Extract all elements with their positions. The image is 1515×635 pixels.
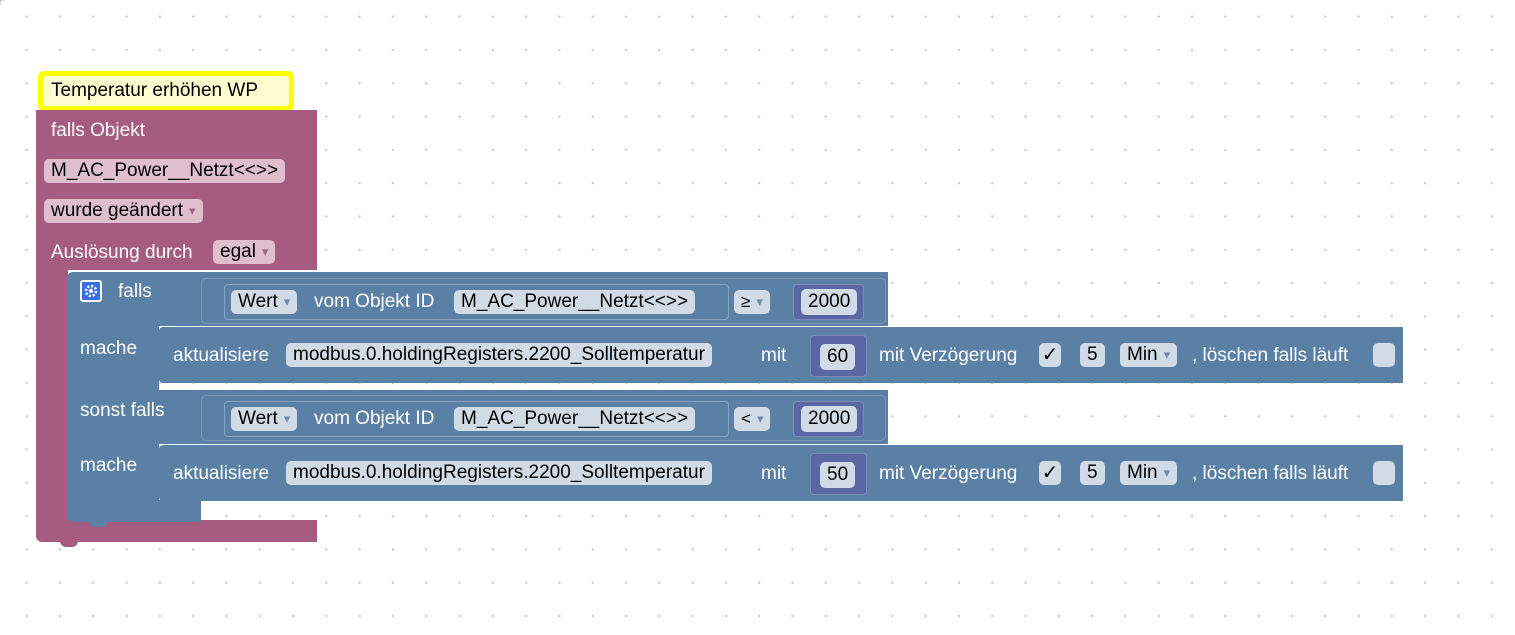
delay-label-2: mit Verzögerung bbox=[879, 463, 1018, 484]
mit-label-1: mit bbox=[761, 345, 787, 366]
number-input-2[interactable]: 2000 bbox=[801, 406, 858, 432]
value-input-2[interactable]: 50 bbox=[820, 462, 856, 488]
delay-amount-1[interactable]: 5 bbox=[1080, 343, 1105, 367]
ausloesung-dropdown[interactable]: egal bbox=[213, 240, 276, 264]
trigger-object-field[interactable]: M_AC_Power__Netzt<<>> bbox=[44, 159, 286, 183]
vom-objekt-label-1: vom Objekt ID bbox=[314, 291, 435, 312]
if-block-notch bbox=[89, 520, 107, 527]
trigger-block-notch bbox=[60, 540, 78, 547]
aktualisiere-label-1: aktualisiere bbox=[173, 345, 270, 366]
delay-label-1: mit Verzögerung bbox=[879, 345, 1018, 366]
gear-icon[interactable] bbox=[80, 280, 102, 302]
object-id-field-1[interactable]: M_AC_Power__Netzt<<>> bbox=[454, 290, 696, 314]
if-block-bottom bbox=[67, 500, 201, 522]
falls-objekt-label: falls Objekt bbox=[51, 120, 145, 141]
value-dropdown-2[interactable]: Wert bbox=[231, 407, 298, 431]
aktualisiere-label-2: aktualisiere bbox=[173, 463, 270, 484]
if-mache-label-1: mache bbox=[80, 338, 138, 359]
vom-objekt-label-2: vom Objekt ID bbox=[314, 408, 435, 429]
clear-checkbox-2[interactable] bbox=[1373, 461, 1395, 485]
if-sonst-falls-label: sonst falls bbox=[80, 400, 165, 421]
value-dropdown-1[interactable]: Wert bbox=[231, 290, 298, 314]
block-comment-label: Temperatur erhöhen WP bbox=[51, 80, 258, 101]
number-input-1[interactable]: 2000 bbox=[801, 289, 858, 315]
object-id-field-2[interactable]: M_AC_Power__Netzt<<>> bbox=[454, 407, 696, 431]
operator-dropdown-1[interactable]: ≥ bbox=[734, 290, 770, 314]
ausloesung-label: Auslösung durch bbox=[51, 242, 193, 263]
clear-checkbox-1[interactable] bbox=[1373, 343, 1395, 367]
clear-label-2: , löschen falls läuft bbox=[1192, 463, 1349, 484]
value-input-1[interactable]: 60 bbox=[820, 344, 856, 370]
clear-label-1: , löschen falls läuft bbox=[1192, 345, 1349, 366]
trigger-event-dropdown[interactable]: wurde geändert bbox=[44, 199, 203, 223]
block-comment-inner bbox=[43, 76, 289, 106]
delay-checkbox-2[interactable]: ✓ bbox=[1039, 461, 1061, 485]
delay-unit-dropdown-2[interactable]: Min bbox=[1120, 461, 1178, 485]
target-object-2[interactable]: modbus.0.holdingRegisters.2200_Solltempe… bbox=[286, 461, 712, 485]
trigger-block-bottom bbox=[36, 520, 317, 542]
trigger-block-left-rail bbox=[36, 268, 68, 536]
delay-checkbox-1[interactable]: ✓ bbox=[1039, 343, 1061, 367]
delay-amount-2[interactable]: 5 bbox=[1080, 461, 1105, 485]
if-mache-label-2: mache bbox=[80, 455, 138, 476]
delay-unit-dropdown-1[interactable]: Min bbox=[1120, 343, 1178, 367]
mit-label-2: mit bbox=[761, 463, 787, 484]
if-falls-label: falls bbox=[118, 281, 152, 302]
operator-dropdown-2[interactable]: < bbox=[734, 407, 771, 431]
target-object-1[interactable]: modbus.0.holdingRegisters.2200_Solltempe… bbox=[286, 343, 712, 367]
